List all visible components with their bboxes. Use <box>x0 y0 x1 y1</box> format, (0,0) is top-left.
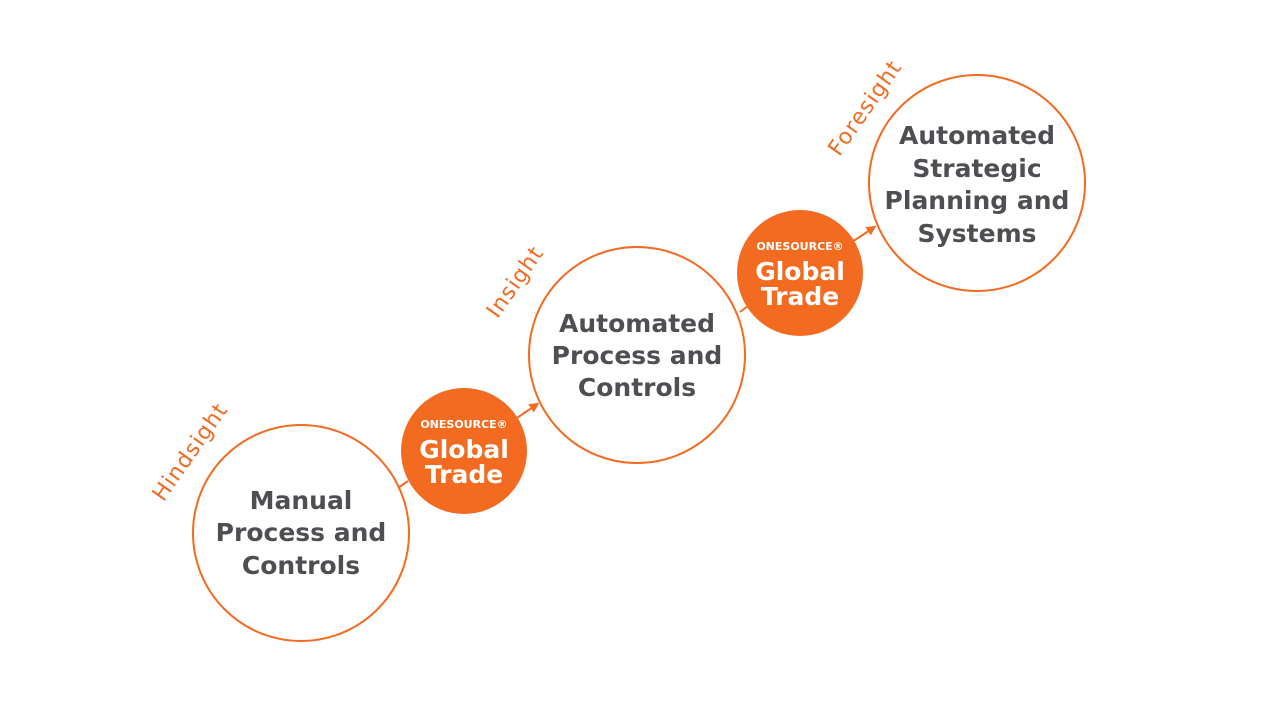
badge-product-line: Trade <box>425 460 503 489</box>
badge-product-line: Trade <box>761 282 839 311</box>
badge-circle <box>737 210 863 336</box>
stage-label-line: Process and <box>552 341 723 370</box>
badge-brand: ONESOURCE® <box>756 240 843 253</box>
stage-automated-strategic: Automated Strategic Planning and Systems <box>868 74 1086 292</box>
connector-4 <box>851 225 877 243</box>
connector-2 <box>513 402 540 421</box>
stage-label-line: Automated <box>899 121 1055 150</box>
stage-label-line: Process and <box>216 518 387 547</box>
onesource-badge-1: ONESOURCE® Global Trade <box>401 388 527 514</box>
stage-label-line: Planning and <box>885 186 1070 215</box>
badge-circle <box>401 388 527 514</box>
stage-circle <box>868 74 1086 292</box>
stage-automated-process: Automated Process and Controls <box>528 246 746 464</box>
badge-brand: ONESOURCE® <box>420 418 507 431</box>
stage-circle <box>192 424 410 642</box>
stage-label-line: Controls <box>242 551 360 580</box>
stage-manual: Manual Process and Controls <box>192 424 410 642</box>
stage-label-line: Automated <box>559 309 715 338</box>
badge-product-line: Global <box>755 257 845 286</box>
connector-3 <box>739 305 749 313</box>
stage-label-line: Controls <box>578 373 696 402</box>
onesource-badge-2: ONESOURCE® Global Trade <box>737 210 863 336</box>
stage-label-line: Systems <box>917 219 1036 248</box>
stage-label-line: Strategic <box>912 154 1041 183</box>
stage-label-line: Manual <box>250 486 353 515</box>
stage-circle <box>528 246 746 464</box>
badge-product-line: Global <box>419 435 509 464</box>
